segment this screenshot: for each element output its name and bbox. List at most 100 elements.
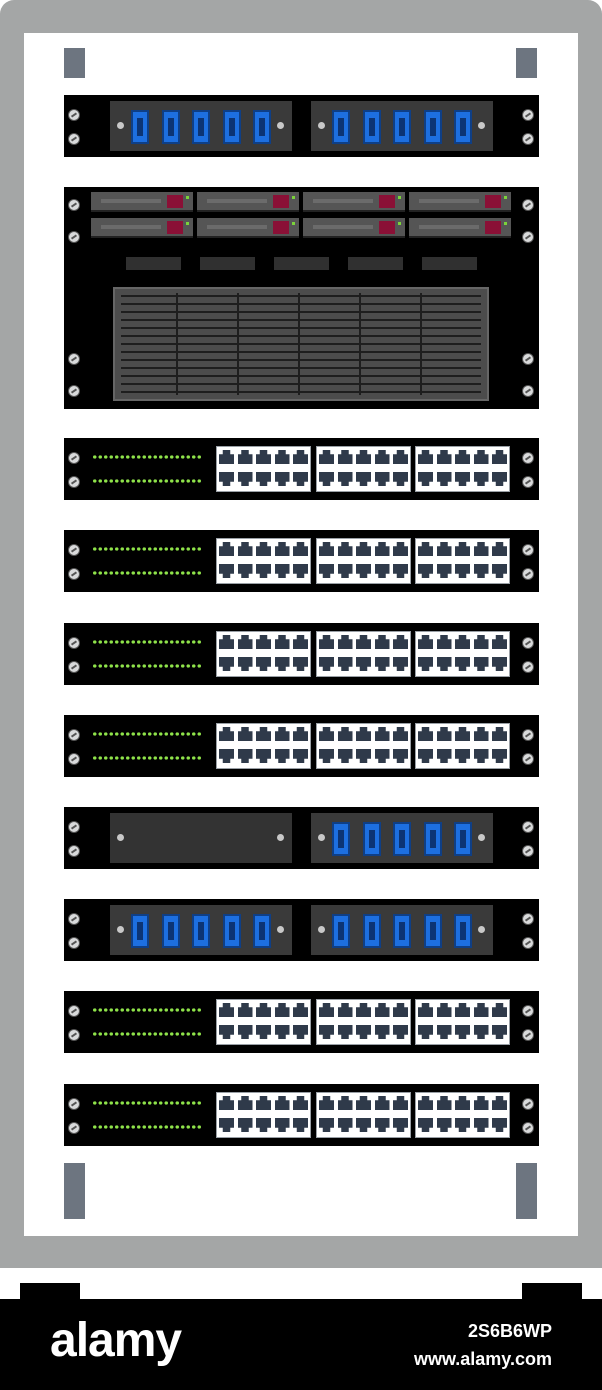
fiber-panel [311, 905, 493, 955]
drive-latch [167, 221, 183, 234]
fiber-port [222, 110, 241, 144]
ethernet-port-icon [492, 727, 507, 741]
ethernet-port-icon [374, 1118, 390, 1132]
screw-icon [522, 544, 534, 556]
vent-slat [121, 343, 481, 345]
rack-unit-fiber [64, 95, 539, 157]
ethernet-port-icon [293, 1096, 308, 1110]
screw-icon [68, 1029, 80, 1041]
ethernet-port-icon [237, 1096, 253, 1110]
ethernet-port-icon [455, 635, 470, 649]
mini-screw-icon [277, 834, 284, 841]
fiber-port [423, 914, 442, 948]
ethernet-port-icon [237, 542, 253, 556]
ethernet-port-icon [436, 657, 452, 671]
fiber-port [161, 914, 180, 948]
patch-panel-block [415, 538, 510, 584]
screw-icon [522, 1005, 534, 1017]
ethernet-port-icon [418, 749, 433, 763]
drive-bay [197, 192, 299, 212]
ethernet-port-icon [393, 564, 408, 578]
vent-slat [121, 375, 481, 377]
ethernet-port-icon [374, 1096, 390, 1110]
ethernet-port-icon [374, 1003, 390, 1017]
ethernet-port-icon [337, 1003, 353, 1017]
ethernet-port-icon [356, 1003, 371, 1017]
drive-latch [485, 195, 501, 208]
ethernet-port-icon [256, 450, 271, 464]
ethernet-port-icon [374, 657, 390, 671]
ethernet-port-icon [337, 657, 353, 671]
fiber-port [332, 914, 350, 948]
screw-icon [522, 661, 534, 673]
fiber-port [362, 914, 381, 948]
watermark-bar: alamy 2S6B6WP www.alamy.com [0, 1299, 602, 1390]
ethernet-port-icon [374, 1025, 390, 1039]
ethernet-port-icon [237, 727, 253, 741]
vent-slat [121, 311, 481, 313]
ethernet-port-icon [319, 1003, 334, 1017]
ethernet-port-icon [274, 657, 290, 671]
ethernet-port-icon [436, 472, 452, 486]
ethernet-port-icon [319, 1096, 334, 1110]
ethernet-port-icon [418, 1118, 433, 1132]
drive-latch [273, 221, 289, 234]
ethernet-port-icon [293, 472, 308, 486]
front-slot [274, 257, 329, 270]
screw-icon [522, 231, 534, 243]
screw-icon [522, 637, 534, 649]
status-led-row [92, 1125, 202, 1129]
ethernet-port-icon [356, 635, 371, 649]
drive-activity-led [292, 196, 295, 199]
ethernet-port-icon [492, 472, 507, 486]
vent-slat [121, 335, 481, 337]
rack-unit-switch [64, 1084, 539, 1146]
screw-icon [68, 637, 80, 649]
ethernet-port-icon [274, 1003, 290, 1017]
ethernet-port-icon [219, 727, 234, 741]
ethernet-port-icon [492, 1118, 507, 1132]
vent-slat [121, 351, 481, 353]
ethernet-port-icon [374, 472, 390, 486]
ethernet-port-icon [418, 542, 433, 556]
fiber-port [362, 822, 381, 856]
ethernet-port-icon [492, 657, 507, 671]
image-id: 2S6B6WP [467, 1321, 552, 1341]
ethernet-port-icon [356, 450, 371, 464]
ethernet-port-icon [418, 1096, 433, 1110]
ethernet-port-icon [436, 542, 452, 556]
ethernet-port-icon [436, 727, 452, 741]
ethernet-port-icon [337, 1025, 353, 1039]
ethernet-port-icon [274, 542, 290, 556]
ethernet-port-icon [256, 472, 271, 486]
ethernet-port-icon [393, 1003, 408, 1017]
ethernet-port-icon [492, 1003, 507, 1017]
screw-icon [68, 231, 80, 243]
ethernet-port-icon [356, 1025, 371, 1039]
screw-icon [68, 476, 80, 488]
rack-unit-fiber [64, 899, 539, 961]
vent-slat [121, 303, 481, 305]
rack-unit-switch [64, 991, 539, 1053]
ethernet-port-icon [418, 1003, 433, 1017]
ethernet-port-icon [337, 1118, 353, 1132]
status-led-row [92, 640, 202, 644]
screw-icon [522, 937, 534, 949]
ethernet-port-icon [237, 472, 253, 486]
status-led-row [92, 547, 202, 551]
ethernet-port-icon [274, 1025, 290, 1039]
status-led-row [92, 756, 202, 760]
fiber-port [362, 110, 381, 144]
screw-icon [522, 452, 534, 464]
fiber-port [161, 110, 180, 144]
ethernet-port-icon [237, 1118, 253, 1132]
screw-icon [68, 109, 80, 121]
mini-screw-icon [117, 834, 124, 841]
drive-latch [167, 195, 183, 208]
screw-icon [68, 753, 80, 765]
ethernet-port-icon [393, 1025, 408, 1039]
ethernet-port-icon [256, 1118, 271, 1132]
ethernet-port-icon [256, 727, 271, 741]
mini-screw-icon [478, 926, 485, 933]
ethernet-port-icon [492, 1096, 507, 1110]
